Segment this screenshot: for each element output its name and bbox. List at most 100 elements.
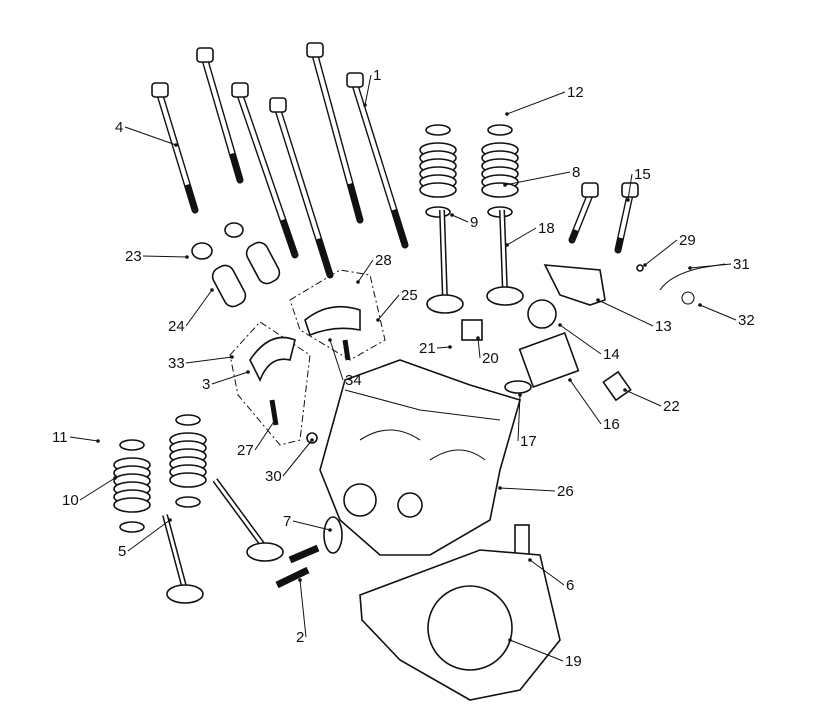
callout-label-29: 29 [679, 232, 696, 249]
leader-line-32 [699, 304, 737, 321]
spring-seat [175, 496, 201, 508]
callout-label-11: 11 [52, 429, 68, 446]
intake-valve-spring [419, 124, 457, 218]
leader-dot-27 [273, 418, 277, 422]
callout-label-22: 22 [663, 398, 680, 415]
spring-seat [425, 206, 451, 218]
leader-dot-3 [246, 370, 250, 374]
valve-head [486, 286, 524, 306]
valve-head [246, 542, 284, 562]
leader-line-33 [185, 356, 233, 364]
dowel-pin [245, 241, 281, 285]
leader-line-20 [477, 337, 481, 359]
leader-dot-28 [356, 280, 360, 284]
callout-label-20: 20 [482, 350, 499, 367]
leader-dot-23 [185, 255, 189, 259]
leader-line-31 [689, 263, 732, 269]
callout-label-27: 27 [237, 442, 254, 459]
adjust-screw [342, 339, 351, 361]
leader-dot-25 [376, 318, 380, 322]
valve [212, 478, 284, 562]
port [397, 492, 423, 518]
bolt-thread [229, 152, 243, 181]
port [343, 483, 377, 517]
bolt [151, 82, 199, 214]
callout-label-3: 3 [202, 376, 210, 393]
exhaust-valve-spring [481, 124, 519, 218]
pin-29 [636, 264, 644, 272]
leader-line-16 [569, 379, 602, 425]
hose-31 [659, 263, 726, 291]
leader-lines [69, 74, 737, 662]
sensor-22 [602, 370, 632, 402]
leader-dot-4 [174, 143, 178, 147]
callout-label-4: 4 [115, 119, 123, 136]
leader-dot-20 [476, 336, 480, 340]
leader-dot-11 [96, 439, 100, 443]
leader-line-25 [377, 294, 400, 321]
bolt-thread [569, 229, 579, 241]
leader-line-23 [142, 255, 188, 258]
port-gasket-7 [323, 516, 343, 554]
callout-label-12: 12 [567, 84, 584, 101]
leader-line-1 [364, 74, 372, 106]
leader-line-5 [127, 519, 171, 552]
cylinder-head [319, 359, 521, 556]
plug-20 [461, 319, 483, 341]
stud [288, 544, 320, 564]
leader-dot-6 [528, 558, 532, 562]
leader-line-15 [627, 173, 633, 201]
leader-dot-7 [328, 528, 332, 532]
bolt [269, 97, 334, 279]
valve-stem-fill [440, 209, 447, 301]
leader-dot-18 [505, 243, 509, 247]
dowel-pin [211, 264, 247, 308]
bolt-head [346, 72, 364, 88]
leader-dot-10 [113, 476, 117, 480]
bolt [231, 82, 299, 259]
rocker-assembly-box [229, 321, 311, 446]
valve-stem-fill [213, 479, 267, 549]
callout-label-31: 31 [733, 256, 750, 273]
leader-dot-30 [310, 438, 314, 442]
leader-dot-2 [298, 578, 302, 582]
leader-dot-34 [328, 338, 332, 342]
leader-dot-29 [643, 263, 647, 267]
callout-label-1: 1 [373, 67, 381, 84]
gasket-bore [427, 585, 513, 671]
o-ring-17 [504, 380, 532, 394]
head-detail [344, 389, 501, 461]
rocker-arm [249, 336, 296, 382]
callout-label-21: 21 [419, 340, 436, 357]
leader-line-7 [292, 520, 331, 531]
bolt-thread [316, 237, 333, 276]
bolt [568, 182, 599, 244]
spring-coil [481, 182, 519, 198]
leader-dot-13 [596, 298, 600, 302]
leader-dot-9 [450, 213, 454, 217]
parts-drawing [113, 42, 726, 701]
callout-label-2: 2 [296, 629, 304, 646]
callout-label-24: 24 [168, 318, 185, 335]
valve-head [426, 294, 464, 314]
leader-dot-26 [498, 486, 502, 490]
bolt-head [231, 82, 249, 98]
bolt-head [151, 82, 169, 98]
leader-dot-12 [505, 112, 509, 116]
leader-line-17 [517, 394, 521, 442]
rocker-arm [304, 305, 361, 337]
leader-line-29 [644, 239, 678, 266]
leader-line-13 [597, 299, 654, 327]
callout-label-10: 10 [62, 492, 79, 509]
rocker-assembly-box [289, 269, 386, 361]
leader-line-34 [329, 339, 344, 381]
callout-label-26: 26 [557, 483, 574, 500]
callout-label-7: 7 [283, 513, 291, 530]
leader-dot-14 [558, 323, 562, 327]
bolt [306, 42, 364, 224]
stud [275, 566, 310, 589]
leader-dot-16 [568, 378, 572, 382]
valve-stem-fill [163, 514, 187, 591]
leader-line-30 [282, 439, 313, 477]
